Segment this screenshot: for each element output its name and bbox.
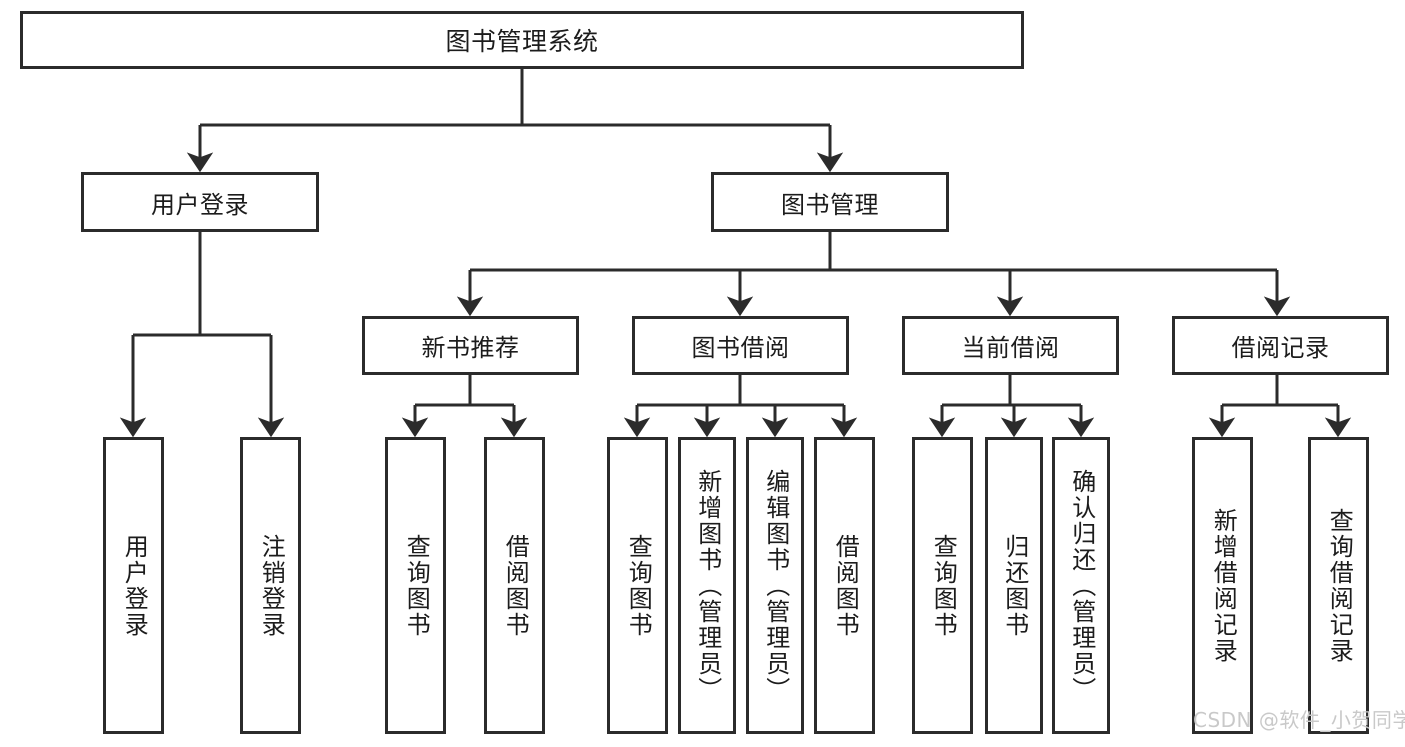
node-borrow-record[interactable]: 借阅记录	[1172, 316, 1389, 375]
node-user-login[interactable]: 用户登录	[81, 172, 319, 232]
node-leaf-add-book[interactable]: 新增图书（管理员）	[678, 437, 736, 734]
node-new-book-rec-label: 新书推荐	[421, 334, 520, 362]
node-leaf-query-book-3[interactable]: 查询图书	[912, 437, 973, 734]
node-leaf-query-book-2-label: 查询图书	[624, 533, 653, 638]
node-book-borrow[interactable]: 图书借阅	[632, 316, 849, 375]
node-leaf-query-record[interactable]: 查询借阅记录	[1308, 437, 1369, 734]
node-book-manage-label: 图书管理	[781, 190, 879, 219]
node-root-label: 图书管理系统	[445, 27, 599, 56]
node-leaf-add-record-label: 新增借阅记录	[1209, 507, 1238, 664]
node-leaf-query-book-1[interactable]: 查询图书	[385, 437, 446, 734]
node-leaf-confirm-return[interactable]: 确认归还（管理员）	[1052, 437, 1110, 734]
node-leaf-borrow-book-2-label: 借阅图书	[831, 533, 860, 638]
node-leaf-add-record[interactable]: 新增借阅记录	[1192, 437, 1253, 734]
node-leaf-borrow-book-1-label: 借阅图书	[501, 533, 530, 638]
node-leaf-edit-book[interactable]: 编辑图书（管理员）	[746, 437, 804, 734]
node-current-borrow[interactable]: 当前借阅	[902, 316, 1119, 375]
node-root[interactable]: 图书管理系统	[20, 11, 1024, 69]
node-leaf-add-book-label: 新增图书（管理员）	[693, 468, 722, 703]
node-user-login-label: 用户登录	[151, 190, 249, 219]
node-new-book-rec[interactable]: 新书推荐	[362, 316, 579, 375]
node-leaf-borrow-book-1[interactable]: 借阅图书	[484, 437, 545, 734]
node-leaf-return-book-label: 归还图书	[1000, 533, 1029, 638]
node-leaf-query-book-1-label: 查询图书	[402, 533, 431, 638]
node-book-manage[interactable]: 图书管理	[711, 172, 949, 232]
node-leaf-user-logout-label: 注销登录	[257, 533, 286, 638]
node-leaf-edit-book-label: 编辑图书（管理员）	[761, 468, 790, 703]
node-leaf-query-book-2[interactable]: 查询图书	[607, 437, 668, 734]
node-book-borrow-label: 图书借阅	[691, 334, 790, 362]
node-leaf-query-record-label: 查询借阅记录	[1325, 507, 1354, 664]
node-leaf-user-logout[interactable]: 注销登录	[240, 437, 301, 734]
node-leaf-user-login-label: 用户登录	[120, 533, 149, 638]
node-borrow-record-label: 借阅记录	[1231, 334, 1330, 362]
node-leaf-confirm-return-label: 确认归还（管理员）	[1067, 468, 1096, 703]
node-leaf-user-login[interactable]: 用户登录	[103, 437, 164, 734]
node-leaf-borrow-book-2[interactable]: 借阅图书	[814, 437, 875, 734]
node-current-borrow-label: 当前借阅	[961, 334, 1060, 362]
node-leaf-query-book-3-label: 查询图书	[929, 533, 958, 638]
node-leaf-return-book[interactable]: 归还图书	[985, 437, 1043, 734]
